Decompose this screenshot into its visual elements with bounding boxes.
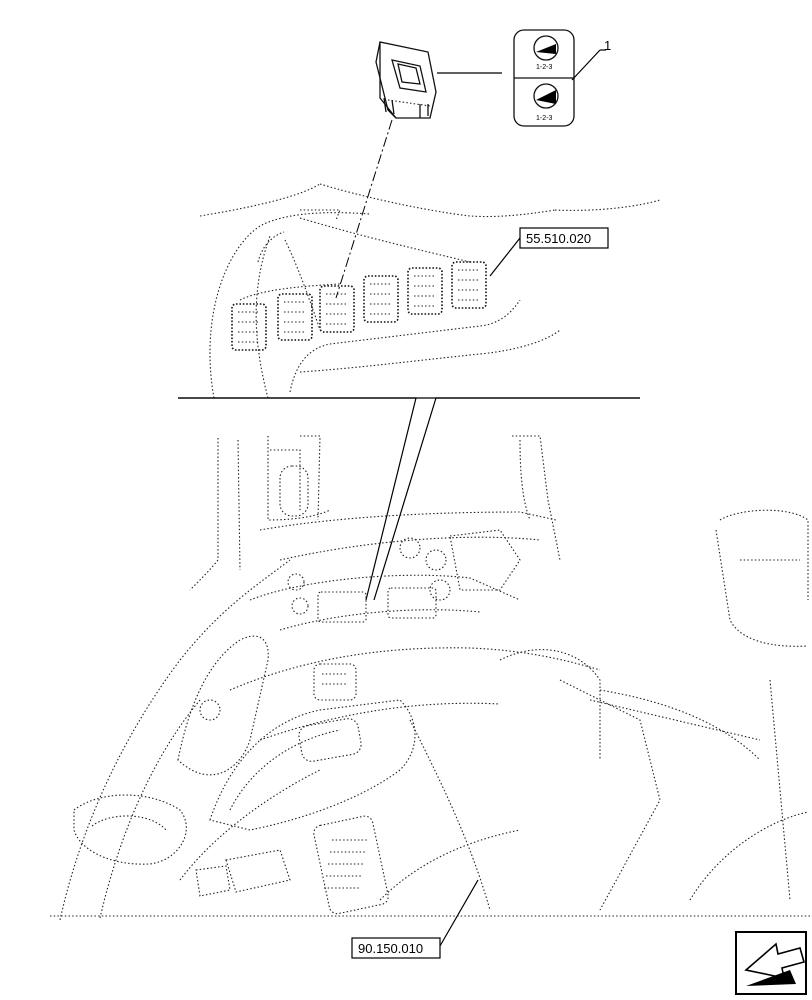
upper-scale-label: 1-2-3: [536, 64, 552, 71]
ref-55-510-020-label: 55.510.020: [526, 231, 591, 246]
cab-interior-outline: [50, 435, 812, 921]
console-detail-outline: [199, 183, 661, 399]
ref-55-510-020-callout: 55.510.020: [489, 227, 609, 277]
switch-symbol-panel: 1-2-3 1-2-3: [513, 29, 575, 127]
previous-page-arrow-icon[interactable]: [735, 931, 807, 995]
switch-bank: [231, 261, 487, 351]
rocker-switch: [375, 41, 437, 119]
lower-scale-label: 1-2-3: [536, 115, 552, 122]
ref-90-150-010-callout: 90.150.010: [351, 879, 479, 959]
item-1-leader: [571, 49, 601, 81]
item-1-callout: 1: [604, 38, 611, 53]
ref-90-150-010-label: 90.150.010: [358, 941, 423, 956]
alignment-line: [335, 119, 393, 299]
detail-zoom-lines: [178, 397, 640, 601]
